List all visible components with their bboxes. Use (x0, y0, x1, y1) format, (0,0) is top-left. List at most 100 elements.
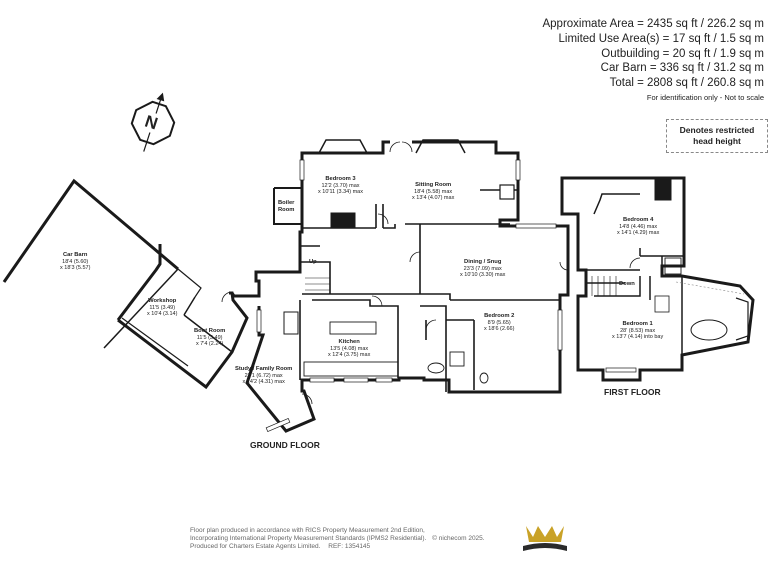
area-summary: Approximate Area = 2435 sq ft / 226.2 sq… (542, 17, 764, 103)
room-dim: x 10'4 (3.14) (147, 311, 178, 318)
door-swing (401, 141, 413, 153)
window (309, 377, 335, 383)
room-dim: x 7'4 (2.24) (195, 341, 224, 348)
stair-text: Up (309, 259, 317, 265)
ground-floor-title: GROUND FLOOR (250, 440, 320, 450)
stair-label-up: Up (309, 259, 317, 266)
restricted-line2: head height (693, 136, 741, 146)
footer-line3: Produced for Charters Estate Agents Limi… (190, 543, 485, 551)
room-dim: 22'1 (6.72) max (244, 372, 283, 379)
door-swing (629, 257, 641, 269)
first-floor-outline (560, 176, 755, 382)
door-swing (221, 291, 233, 303)
area-line-limited: Limited Use Area(s) = 17 sq ft / 1.5 sq … (558, 32, 765, 45)
window (265, 418, 291, 432)
bedroom3-bay (318, 139, 368, 154)
room-name: Dining / Snug (464, 259, 502, 265)
door-swing (389, 141, 401, 153)
footer-ref: REF: 1354145 (328, 543, 371, 551)
footer-copyright: © nichecom 2025. (432, 535, 485, 543)
wardrobe-first (654, 295, 670, 313)
kitchen-counter (303, 361, 399, 377)
room-name: Sitting Room (415, 182, 452, 188)
area-line-outbuilding: Outbuilding = 20 sq ft / 1.9 sq m (601, 47, 764, 60)
kitchen-island (329, 321, 377, 335)
room-dim: x 13'7 (4.14) into bay (612, 334, 664, 341)
room-dim: x 10'10 (3.30) max (460, 272, 506, 279)
workshop-inner (121, 268, 202, 367)
chimney-bedroom4 (654, 177, 672, 201)
room-dim: x 18'3 (5.57) (60, 265, 91, 272)
room-dim: 11'5 (3.49) (196, 334, 223, 341)
room-dim: 23'3 (7.09) max (463, 265, 502, 272)
room-label-dining: Dining / Snug 23'3 (7.09) max x 10'10 (3… (460, 259, 505, 279)
door-swing (377, 213, 389, 225)
footer-line1: Floor plan produced in accordance with R… (190, 527, 425, 534)
bath-ground (427, 362, 445, 374)
room-dim: x 10'11 (3.34) max (318, 189, 363, 196)
door-swing (559, 261, 569, 271)
window (605, 367, 637, 373)
door-swing (301, 393, 313, 405)
room-dim: x 14'2 (4.31) max (242, 379, 285, 386)
room-label-car-barn: Car Barn 18'4 (5.60) x 18'3 (5.57) (60, 252, 90, 272)
room-name: Workshop (148, 298, 177, 304)
car-barn-divider (103, 268, 179, 349)
ground-floor-outline (230, 140, 570, 433)
stairs-first (591, 276, 617, 296)
room-dim: x 14'1 (4.29) max (617, 230, 660, 237)
scale-note: For identification only - Not to scale (646, 92, 764, 102)
room-label-bedroom2: Bedroom 2 8'9 (5.65) x 18'6 (2.66) (484, 313, 514, 333)
stair-label-down: Down (619, 281, 635, 288)
shower-ground (449, 351, 465, 367)
first-floor-interior (578, 193, 684, 355)
restricted-height-legend: Denotes restricted head height (666, 119, 768, 153)
window (343, 377, 369, 383)
chimney-bedroom3 (330, 212, 356, 229)
room-name-2: Room (278, 206, 295, 213)
wc-ground (479, 372, 489, 384)
room-dim: 18'4 (5.60) (62, 258, 89, 265)
window (375, 377, 393, 383)
room-label-kitchen: Kitchen 13'5 (4.08) max x 12'4 (3.75) ma… (328, 339, 370, 359)
bath-first (690, 319, 728, 341)
window (256, 309, 262, 333)
room-name: Car Barn (62, 252, 88, 258)
restricted-marker (675, 281, 745, 295)
room-dim: 14'8 (4.46) max (619, 223, 658, 230)
brand-logo (523, 526, 567, 551)
window (515, 159, 521, 181)
room-name: Boiler (278, 200, 295, 206)
footer-line2: Incorporating International Property Mea… (190, 535, 485, 543)
room-label-bedroom3: Bedroom 3 12'2 (3.70) max x 10'11 (3.34)… (318, 176, 363, 196)
window (515, 223, 557, 229)
stair-text: Down (619, 281, 635, 287)
workshop-wall (116, 244, 249, 390)
room-dim: 13'5 (4.08) max (330, 345, 369, 352)
shower-first (664, 257, 682, 275)
room-label-boiler: Boiler Room (278, 200, 294, 213)
room-label-bedroom4: Bedroom 4 14'8 (4.46) max x 14'1 (4.29) … (617, 217, 659, 237)
room-dim: 18'4 (5.58) max (414, 188, 453, 195)
room-dim: x 13'4 (4.07) max (412, 195, 455, 202)
room-name: Study / Family Room (235, 366, 293, 372)
chimney-sitting (499, 184, 515, 200)
room-name: Boot Room (194, 328, 226, 334)
footer-credits: Floor plan produced in accordance with R… (190, 527, 485, 552)
room-dim: 8'9 (5.65) (487, 319, 511, 326)
room-name: Bedroom 1 (622, 321, 653, 327)
door-swing (409, 251, 421, 263)
stairs-ground (305, 277, 330, 291)
room-label-boot-room: Boot Room 11'5 (3.49) x 7'4 (2.24) (194, 328, 225, 348)
footer-line2-text: Incorporating International Property Mea… (190, 535, 427, 543)
chimney-study (283, 311, 299, 335)
footer-line3-text: Produced for Charters Estate Agents Limi… (190, 543, 321, 551)
restricted-line1: Denotes restricted (679, 125, 755, 135)
boot-room-wall (183, 296, 233, 353)
area-line-approx: Approximate Area = 2435 sq ft / 226.2 sq… (542, 18, 764, 30)
room-dim: x 12'4 (3.75) max (328, 352, 371, 359)
first-floor-title: FIRST FLOOR (604, 387, 661, 397)
room-name: Bedroom 4 (623, 217, 654, 223)
room-dim: x 18'6 (2.66) (484, 326, 515, 333)
